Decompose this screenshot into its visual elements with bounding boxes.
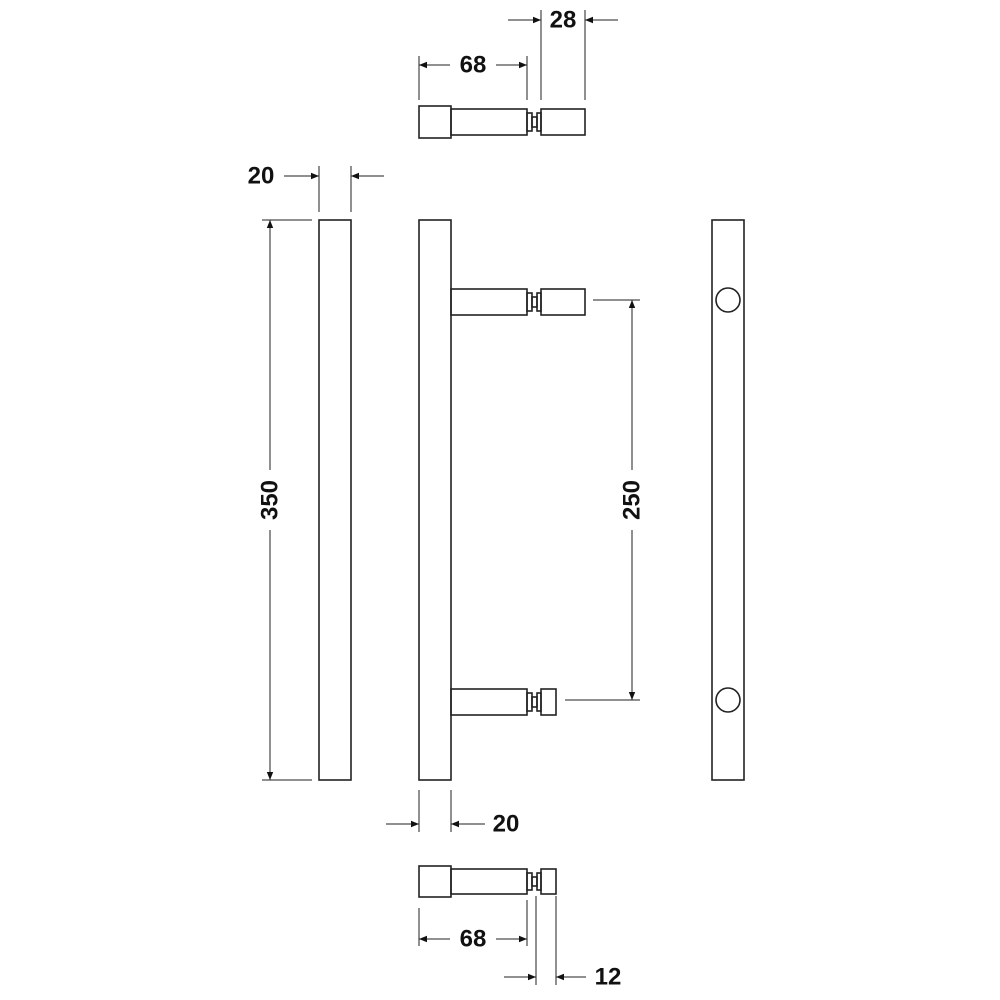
dim-250: 250 — [565, 299, 646, 701]
dim-label: 350 — [257, 480, 284, 520]
fixing-hole-bottom — [715, 687, 741, 713]
dim-bottom-12: 12 — [504, 896, 621, 991]
bottom-standoff-detail — [418, 865, 557, 898]
dim-350: 350 — [257, 219, 312, 781]
dim-label: 12 — [595, 964, 622, 991]
front-view-handle — [418, 219, 586, 781]
dim-bottom-68: 68 — [418, 900, 528, 953]
dim-top-28: 28 — [508, 7, 618, 100]
top-standoff-detail — [418, 105, 586, 139]
dim-label: 250 — [619, 480, 646, 520]
dim-label: 68 — [460, 926, 487, 953]
dim-front-20: 20 — [386, 790, 519, 838]
dim-top-68: 68 — [418, 52, 528, 100]
dim-label: 28 — [550, 7, 577, 34]
dim-label: 68 — [460, 52, 487, 79]
fixing-hole-top — [715, 287, 741, 313]
side-view-bar — [318, 219, 352, 781]
dim-label: 20 — [493, 811, 520, 838]
dim-label: 20 — [248, 163, 275, 190]
dim-side-20: 20 — [248, 163, 384, 212]
rear-view-bar — [711, 219, 745, 781]
